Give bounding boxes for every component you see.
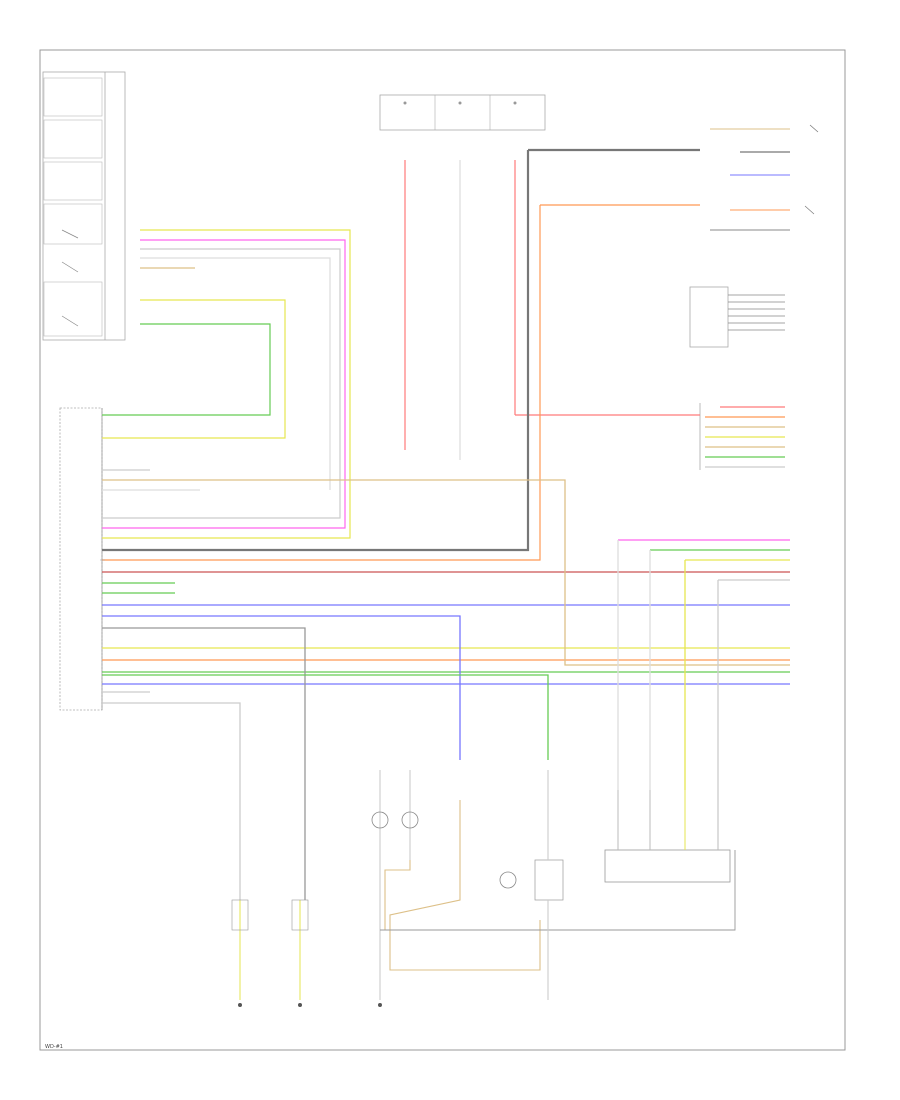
light-switch bbox=[42, 71, 126, 341]
bulb-icon bbox=[371, 811, 389, 829]
bulb-icon bbox=[401, 811, 419, 829]
top-right-switch-wires bbox=[710, 124, 819, 231]
ground-icon bbox=[298, 1003, 302, 1007]
lower-lamps bbox=[371, 770, 736, 1000]
right-connector-block bbox=[699, 403, 785, 470]
ground-icon bbox=[378, 1003, 382, 1007]
page-ref: WD-#1 bbox=[45, 1044, 63, 1050]
ground-icon bbox=[238, 1003, 242, 1007]
lower-left-lamps bbox=[231, 899, 309, 1000]
control-module bbox=[59, 407, 103, 711]
fuse-icon bbox=[458, 101, 462, 105]
bus-lines bbox=[102, 469, 790, 900]
switch-wiring bbox=[102, 229, 351, 539]
fuse-icon bbox=[403, 101, 407, 105]
bulb-icon bbox=[499, 871, 517, 889]
headlight-range-module bbox=[604, 790, 731, 883]
fuse-icon bbox=[513, 101, 517, 105]
turn-signal-module bbox=[689, 286, 785, 348]
ground-points bbox=[238, 1003, 382, 1007]
fuse-feeds bbox=[102, 148, 700, 561]
diagram-frame bbox=[39, 49, 846, 1051]
fuse-panel bbox=[379, 94, 546, 131]
